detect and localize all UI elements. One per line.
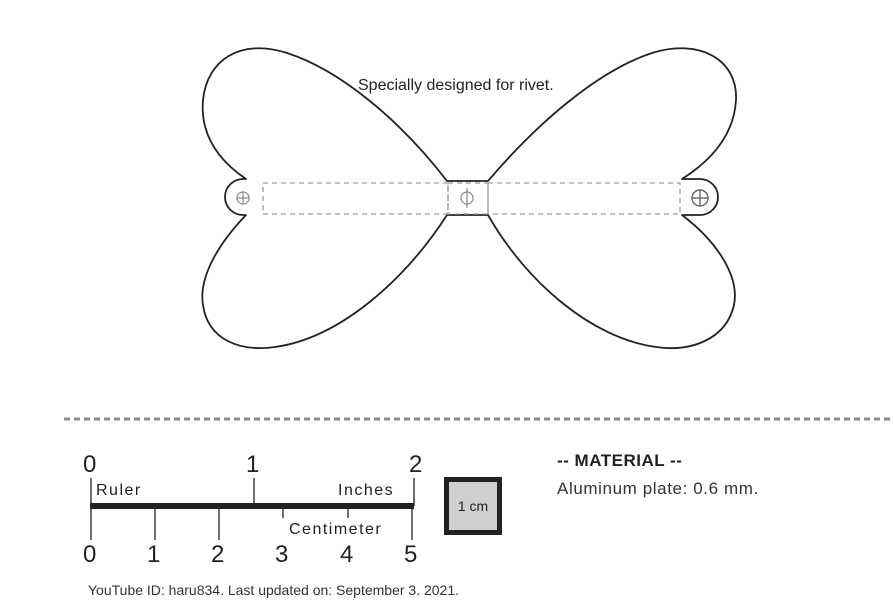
inches-label: Inches xyxy=(338,482,394,499)
cm-label-5: 5 xyxy=(404,541,417,568)
fold-strip-left xyxy=(262,182,449,215)
inch-label-0: 0 xyxy=(83,451,96,478)
ruler: 0 1 2 Ruler Inches Centimeter 0 1 2 3 4 … xyxy=(83,451,422,568)
cm-label-1: 1 xyxy=(147,541,160,568)
cm-label-0: 0 xyxy=(83,541,96,568)
inch-label-1: 1 xyxy=(246,451,259,478)
rivet-note: Specially designed for rivet. xyxy=(358,77,554,94)
butterfly-outline xyxy=(201,47,737,349)
rivet-hole-center-icon xyxy=(460,188,474,208)
centimeter-label: Centimeter xyxy=(289,521,382,538)
material-description: Aluminum plate: 0.6 mm. xyxy=(557,479,759,498)
footer-info: YouTube ID: haru834. Last updated on: Se… xyxy=(88,582,460,598)
ruler-label: Ruler xyxy=(96,482,142,499)
wing-outline xyxy=(214,41,447,181)
rivet-hole-right-icon xyxy=(691,189,709,207)
one-cm-scale-square: 1 cm xyxy=(444,477,502,535)
cm-label-2: 2 xyxy=(211,541,224,568)
inch-label-2: 2 xyxy=(409,451,422,478)
fold-strip-right xyxy=(487,182,681,215)
cm-label-3: 3 xyxy=(275,541,288,568)
rivet-hole-left-icon xyxy=(236,191,250,205)
cm-label-4: 4 xyxy=(340,541,353,568)
one-cm-label: 1 cm xyxy=(457,498,489,514)
material-title: -- MATERIAL -- xyxy=(557,451,683,470)
fold-strip-center xyxy=(447,182,489,215)
